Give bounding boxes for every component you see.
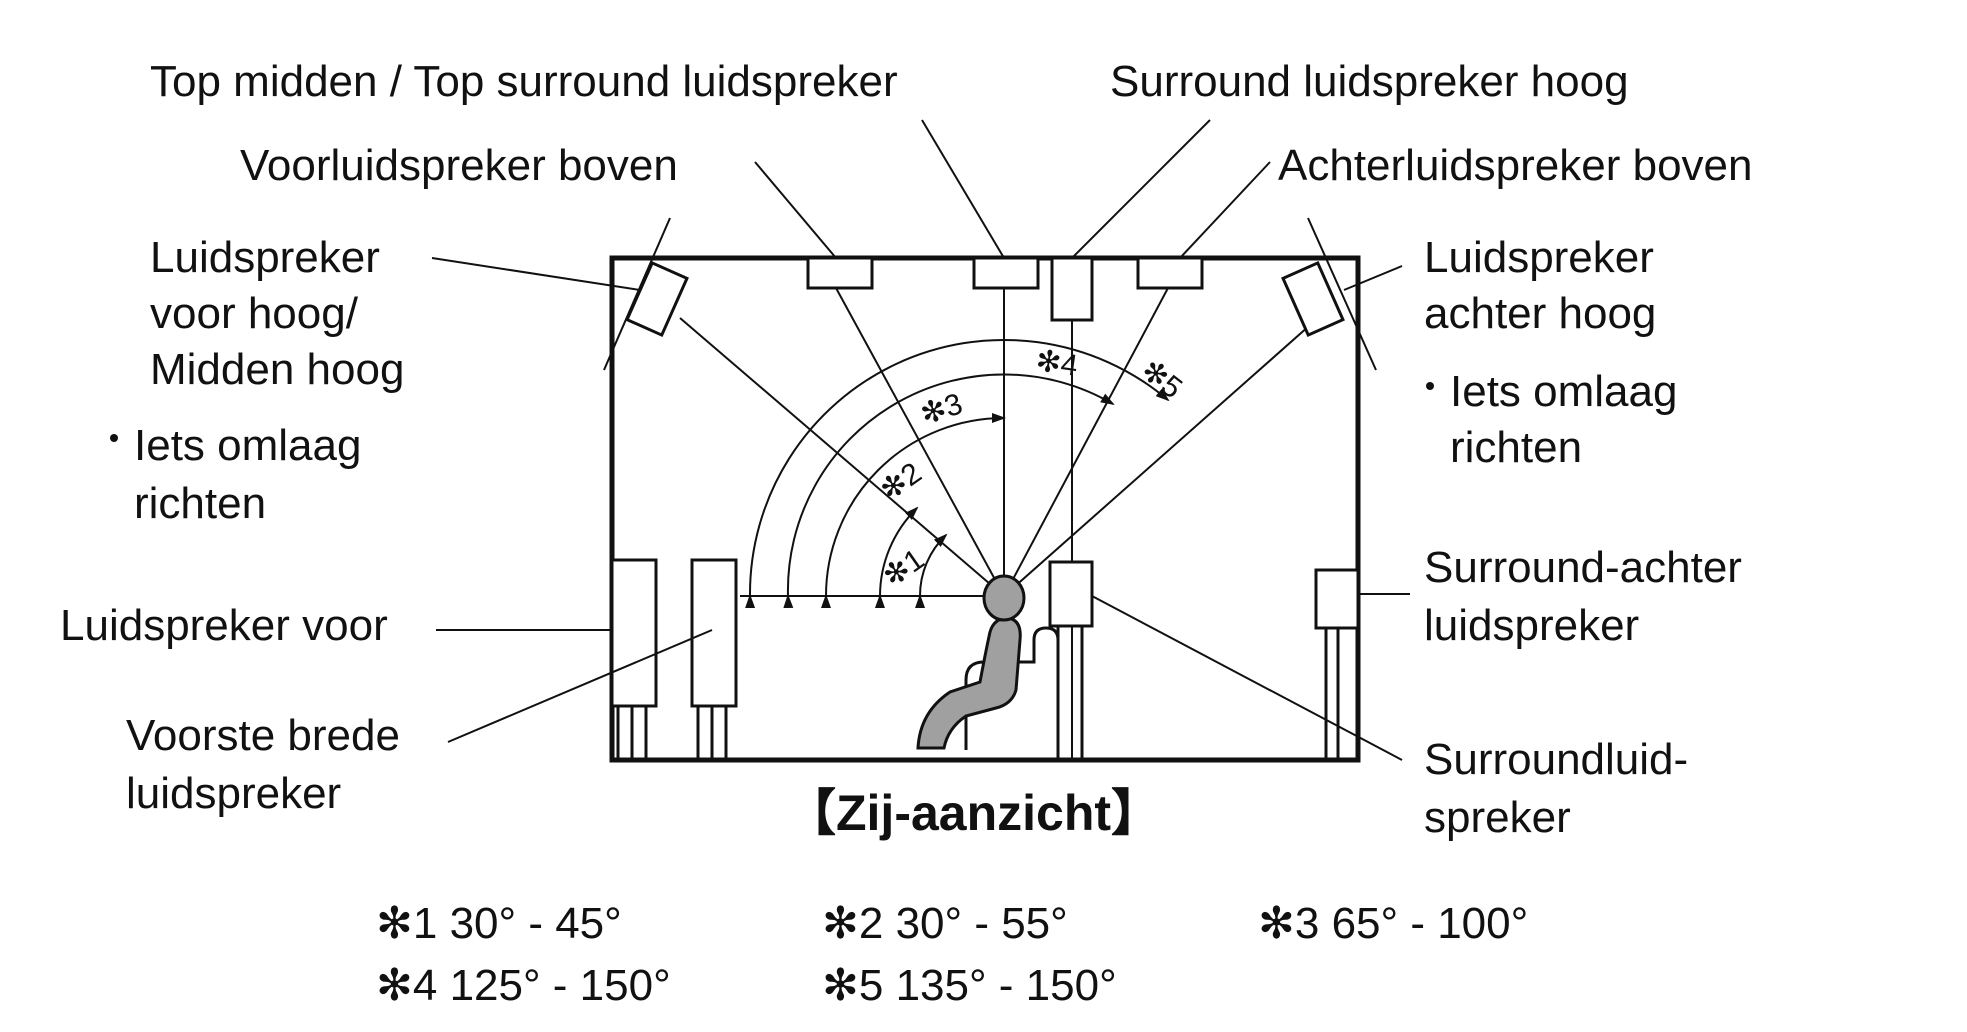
label-front-height-3: Midden hoog: [150, 345, 404, 394]
label-surround-2: spreker: [1424, 793, 1571, 842]
front-height-tilt-line: [603, 217, 671, 371]
front-wide-speaker: [690, 558, 738, 760]
label-top-middle: Top midden / Top surround luidspreker: [150, 57, 898, 106]
angle-marker-3: ✻3: [917, 387, 967, 431]
label-tilt-right-2: richten: [1450, 423, 1582, 472]
label-tilt-left-1: Iets omlaag: [134, 421, 361, 470]
angle-marker-4: ✻4: [1034, 344, 1080, 383]
rear-height-tilt-line: [1307, 217, 1377, 371]
rear-top-speaker: [1136, 256, 1204, 290]
label-front-wide-1: Voorste brede: [126, 711, 400, 760]
bullet-right: [1426, 382, 1434, 390]
angle-arcs: [745, 339, 1170, 609]
label-surround-back-1: Surround-achter: [1424, 543, 1742, 592]
front-speaker: [610, 558, 658, 760]
label-rear-top: Achterluidspreker boven: [1278, 141, 1752, 190]
diagram-caption: 【Zij-aanzicht】: [786, 785, 1161, 841]
angle-marker-1: ✻1: [877, 543, 930, 594]
label-surround-height: Surround luidspreker hoog: [1110, 57, 1629, 106]
label-front-top: Voorluidspreker boven: [240, 141, 678, 190]
label-front: Luidspreker voor: [60, 601, 388, 650]
top-middle-speaker: [972, 256, 1040, 290]
listener-head: [982, 574, 1026, 622]
surround-height-speaker: [1050, 256, 1094, 322]
front-top-speaker: [806, 256, 874, 290]
bullet-left: [110, 434, 118, 442]
front-height-speaker: [625, 260, 689, 338]
listener-to-speaker-lines: [679, 287, 1319, 760]
angle-marker-2: ✻2: [874, 456, 927, 507]
label-rear-height-1: Luidspreker: [1424, 233, 1654, 282]
label-tilt-left-2: richten: [134, 479, 266, 528]
label-front-wide-2: luidspreker: [126, 769, 341, 818]
label-surround-back-2: luidspreker: [1424, 601, 1639, 650]
label-tilt-right-1: Iets omlaag: [1450, 367, 1677, 416]
leader-lines: [431, 119, 1410, 761]
listener-figure: [916, 574, 1060, 760]
label-front-height-1: Luidspreker: [150, 233, 380, 282]
angle-note-4: ✻4 125° - 150°: [376, 961, 671, 1010]
angle-marker-5: ✻5: [1135, 354, 1188, 406]
angle-note-1: ✻1 30° - 45°: [376, 899, 622, 948]
rear-height-speaker: [1281, 260, 1345, 338]
label-surround-1: Surroundluid-: [1424, 735, 1688, 784]
angle-note-2: ✻2 30° - 55°: [822, 899, 1068, 948]
angle-note-5: ✻5 135° - 150°: [822, 961, 1117, 1010]
surround-back-speaker: [1314, 568, 1360, 760]
label-front-height-2: voor hoog/: [150, 289, 359, 338]
label-rear-height-2: achter hoog: [1424, 289, 1656, 338]
angle-note-3: ✻3 65° - 100°: [1258, 899, 1528, 948]
